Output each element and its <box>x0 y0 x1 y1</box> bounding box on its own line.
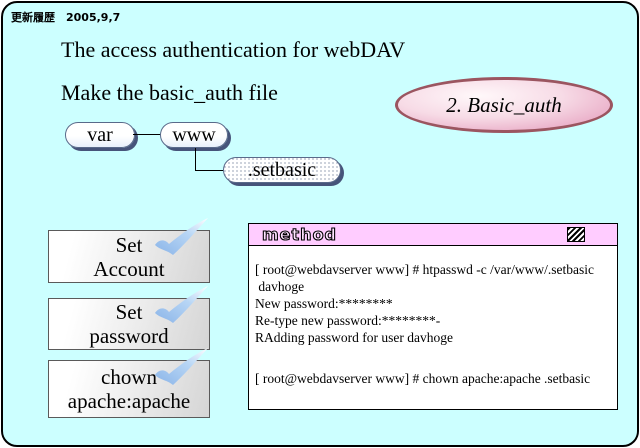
tree-node-label: .setbasic <box>247 158 317 181</box>
terminal-line: Re-type new password:********- <box>255 313 441 328</box>
tree-node-setbasic: .setbasic <box>223 157 341 183</box>
page-title: The access authentication for webDAV <box>61 37 406 62</box>
check-swoosh-icon <box>155 348 208 385</box>
section-badge: 2. Basic_auth <box>395 77 613 133</box>
tree-node-var: var <box>65 122 135 148</box>
check-swoosh-icon <box>155 218 208 255</box>
terminal-line: davhoge <box>255 279 305 294</box>
step-label-line1: chown <box>101 365 157 389</box>
step-label-line1: Set <box>115 232 143 257</box>
method-panel-title: method <box>261 224 338 244</box>
step-button-chown-apache[interactable]: chown apache:apache <box>48 348 210 418</box>
diagonal-stripes-icon <box>567 227 585 242</box>
tree-node-www: www <box>160 122 228 148</box>
terminal-line: New password:******** <box>255 296 393 311</box>
step-label-line2: apache:apache <box>67 389 191 413</box>
tree-node-label: var <box>87 123 113 146</box>
tree-connector <box>133 134 161 135</box>
terminal-output: [ root@webdavserver www] # htpasswd -c /… <box>255 245 613 409</box>
update-history-label: 更新履歴 2005,9,7 <box>11 11 121 24</box>
check-swoosh-icon <box>155 286 208 323</box>
step-label-line2: password <box>89 324 169 348</box>
step-button-set-password[interactable]: Set password <box>48 286 210 350</box>
section-badge-label: 2. Basic_auth <box>446 92 562 117</box>
terminal-line: RAdding password for user davhoge <box>255 330 453 345</box>
method-panel: method [ root@webdavserver www] # htpass… <box>248 223 618 410</box>
tree-connector <box>195 148 196 171</box>
method-panel-header: method <box>249 224 617 246</box>
page-subtitle: Make the basic_auth file <box>61 80 278 105</box>
tree-connector <box>195 170 224 171</box>
step-button-set-account[interactable]: Set Account <box>48 218 210 283</box>
terminal-blank-line <box>255 346 613 370</box>
step-label-line1: Set <box>115 300 143 324</box>
terminal-line: [ root@webdavserver www] # htpasswd -c /… <box>255 262 594 277</box>
terminal-line: [ root@webdavserver www] # chown apache:… <box>255 371 591 386</box>
tree-node-label: www <box>172 123 216 146</box>
step-label-line2: Account <box>93 256 165 281</box>
